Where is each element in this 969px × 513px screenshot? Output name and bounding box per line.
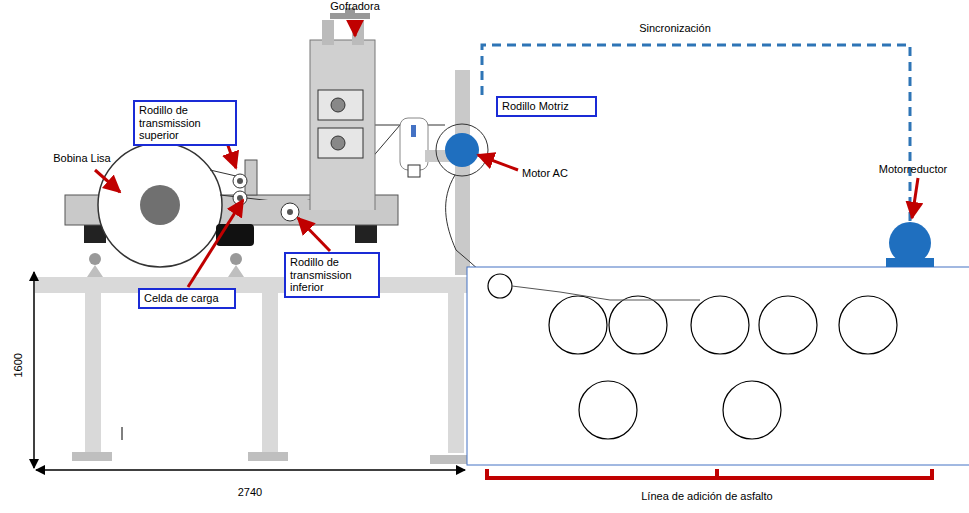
lower-roller [281, 203, 299, 221]
asphalt-line-box [467, 267, 969, 465]
roller-post [245, 160, 257, 195]
machine-label: Gofradora [330, 0, 380, 13]
coil [98, 143, 222, 267]
dimension-lines [34, 272, 465, 470]
callout-text: Rodillo de transmission inferior [290, 256, 374, 294]
callout-text: Celda de carga [144, 292, 230, 305]
part-label: Motor AC [522, 167, 568, 180]
embosser [300, 8, 385, 218]
coil-core [140, 185, 180, 225]
support-frame [35, 265, 470, 464]
drive-post [455, 70, 470, 275]
callout-text: Rodillo Motriz [502, 100, 591, 113]
sync-label: Sincronización [639, 22, 711, 35]
web-path [512, 286, 700, 300]
callout-box: Rodillo de transmission inferior [284, 252, 380, 298]
callout-box: Rodillo de transmission superior [133, 100, 237, 146]
callout-box: Rodillo Motriz [496, 96, 597, 117]
process-rollers [488, 274, 897, 439]
callout-arrows [95, 22, 918, 287]
part-label: Motorreductor [879, 163, 947, 176]
drive-assembly [400, 118, 500, 284]
section-label: Línea de adición de asfalto [641, 490, 773, 503]
callout-box: Celda de carga [138, 288, 236, 309]
sync-line [482, 45, 910, 222]
part-label: Bobina Lisa [53, 152, 111, 165]
callout-text: Rodillo de transmission superior [139, 104, 231, 142]
dimension-label: 1600 [12, 353, 25, 377]
gear-motor [889, 222, 931, 264]
upper-roller [233, 174, 247, 188]
section-bracket [487, 469, 932, 478]
dimension-label: 2740 [238, 486, 262, 499]
